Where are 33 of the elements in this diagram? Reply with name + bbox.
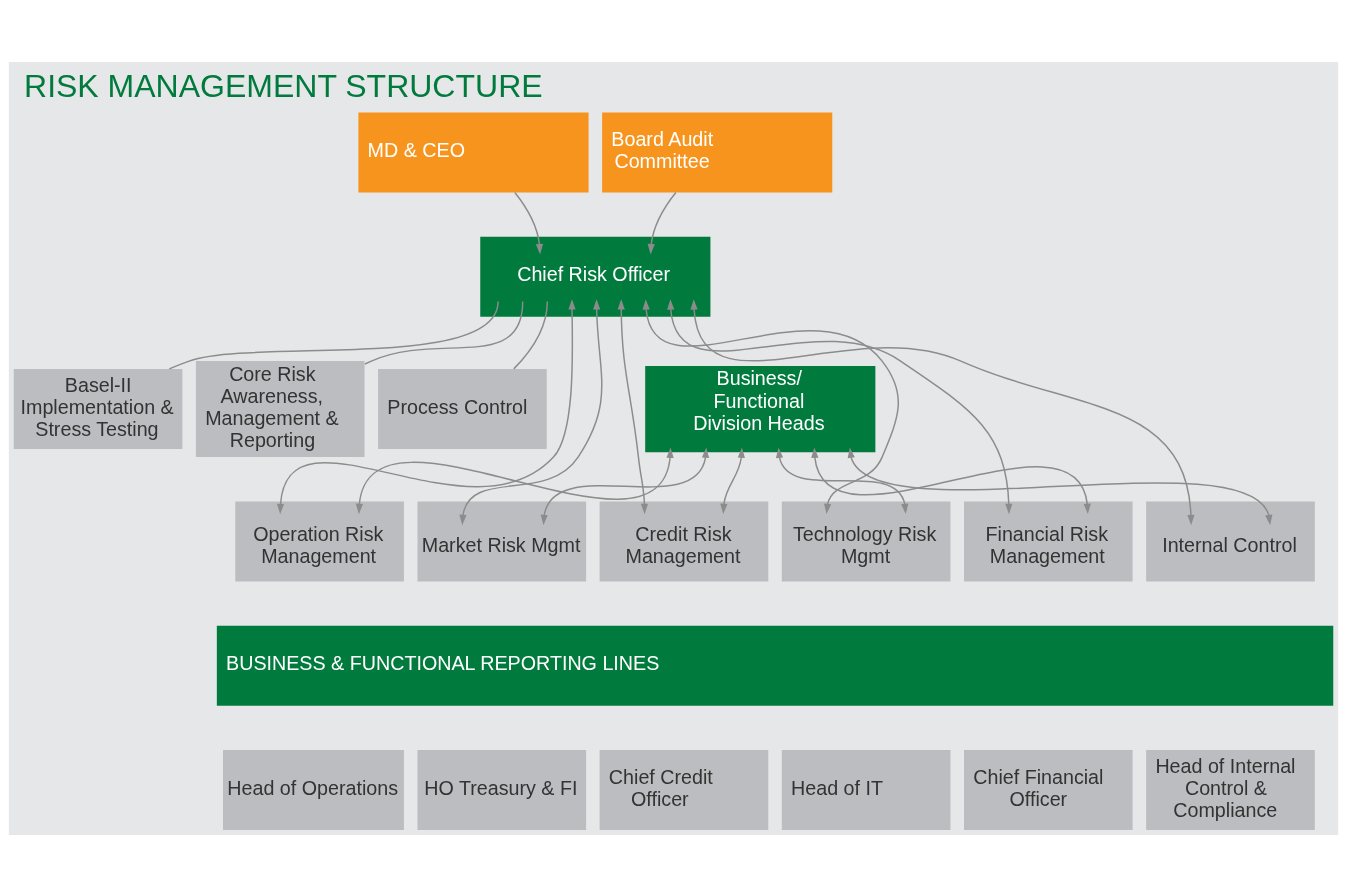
node-box: MD & CEO [358, 111, 589, 192]
node-box: Process Control [378, 368, 547, 449]
node-box: Board Audit Committee [602, 111, 833, 192]
arrow [775, 447, 909, 514]
node-box: HO Treasury & FI [417, 749, 587, 830]
arrow [647, 191, 677, 254]
arrow [847, 447, 1273, 525]
arrow [690, 298, 1195, 525]
arrow [667, 298, 1013, 514]
node-box: Internal Control [1146, 500, 1315, 581]
node-box: Chief Risk Officer [480, 236, 711, 317]
connector [364, 300, 524, 365]
diagram-title: RISK MANAGEMENT STRUCTURE [24, 67, 543, 104]
node-box: BUSINESS & FUNCTIONAL REPORTING LINES [216, 625, 1334, 706]
connector [168, 300, 499, 370]
node-box: Business/ Functional Division Heads [645, 365, 876, 452]
node-box: Head of IT [781, 749, 951, 830]
node-box: Head of Operations [223, 749, 404, 830]
arrow [720, 447, 745, 514]
arrow [276, 298, 576, 514]
node-box: Basel-II Implementation & Stress Testing [13, 368, 183, 449]
arrow [459, 298, 603, 525]
arrow [617, 298, 649, 514]
arrow [811, 447, 1091, 514]
arrow [514, 191, 544, 254]
node-box: Market Risk Mgmt [417, 500, 587, 581]
node-box: Head of Internal Control & Compliance [1146, 749, 1315, 830]
node-box: Chief Credit Officer [599, 749, 769, 830]
arrow [540, 447, 710, 525]
node-box: Chief Financial Officer [964, 749, 1133, 830]
arrow [355, 447, 674, 514]
connector [513, 300, 549, 370]
node-box: Core Risk Awareness, Management & Reporting [195, 360, 365, 457]
